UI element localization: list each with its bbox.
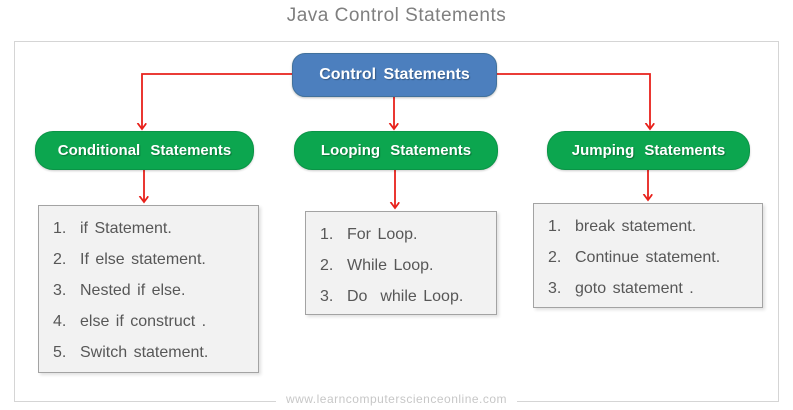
looping-statements-list: 1. For Loop. 2. While Loop. 3. Do while … xyxy=(305,211,497,315)
footer-url: www.learncomputerscienceonline.com xyxy=(275,392,518,406)
list-item-number: 3. xyxy=(320,287,334,305)
list-item-number: 2. xyxy=(320,256,334,274)
list-item-number: 2. xyxy=(53,250,67,268)
list-item-text: goto statement . xyxy=(575,279,694,297)
node-jumping-statements-label: Jumping Statements xyxy=(571,142,726,159)
node-control-statements: Control Statements xyxy=(292,53,497,97)
node-control-statements-label: Control Statements xyxy=(319,66,470,83)
conditional-statements-list: 1. if Statement. 2. If else statement. 3… xyxy=(38,205,259,373)
list-item-number: 2. xyxy=(548,248,562,266)
jumping-statements-list: 1. break statement. 2. Continue statemen… xyxy=(533,203,763,308)
list-item-number: 1. xyxy=(320,225,334,243)
list-item-text: Nested if else. xyxy=(80,281,186,299)
list-item-text: Switch statement. xyxy=(80,343,209,361)
list-item-text: While Loop. xyxy=(347,256,434,274)
list-item: 2. While Loop. xyxy=(320,250,492,281)
footer: www.learncomputerscienceonline.com xyxy=(0,390,793,408)
page-title: Java Control Statements xyxy=(286,5,507,26)
list-item-text: else if construct . xyxy=(80,312,207,330)
node-looping-statements: Looping Statements xyxy=(294,131,498,170)
node-jumping-statements: Jumping Statements xyxy=(547,131,750,170)
list-item: 1. For Loop. xyxy=(320,219,492,250)
list-item: 3. Nested if else. xyxy=(53,275,254,306)
list-item-number: 3. xyxy=(548,279,562,297)
list-item-number: 1. xyxy=(548,217,562,235)
list-item: 2. Continue statement. xyxy=(548,242,758,273)
list-item: 5. Switch statement. xyxy=(53,337,254,368)
list-item: 1. if Statement. xyxy=(53,213,254,244)
list-item-text: break statement. xyxy=(575,217,697,235)
node-looping-statements-label: Looping Statements xyxy=(320,142,472,159)
list-item-text: Continue statement. xyxy=(575,248,721,266)
list-item-number: 3. xyxy=(53,281,67,299)
node-conditional-statements-label: Conditional Statements xyxy=(57,142,232,159)
list-item-text: If else statement. xyxy=(80,250,206,268)
list-item-number: 4. xyxy=(53,312,67,330)
list-item-text: For Loop. xyxy=(347,225,418,243)
list-item: 1. break statement. xyxy=(548,211,758,242)
list-item: 4. else if construct . xyxy=(53,306,254,337)
list-item-number: 1. xyxy=(53,219,67,237)
list-item-text: if Statement. xyxy=(80,219,172,237)
list-item: 3. goto statement . xyxy=(548,273,758,304)
list-item-number: 5. xyxy=(53,343,67,361)
list-item: 2. If else statement. xyxy=(53,244,254,275)
list-item-text: Do while Loop. xyxy=(347,287,464,305)
node-conditional-statements: Conditional Statements xyxy=(35,131,254,170)
list-item: 3. Do while Loop. xyxy=(320,281,492,312)
